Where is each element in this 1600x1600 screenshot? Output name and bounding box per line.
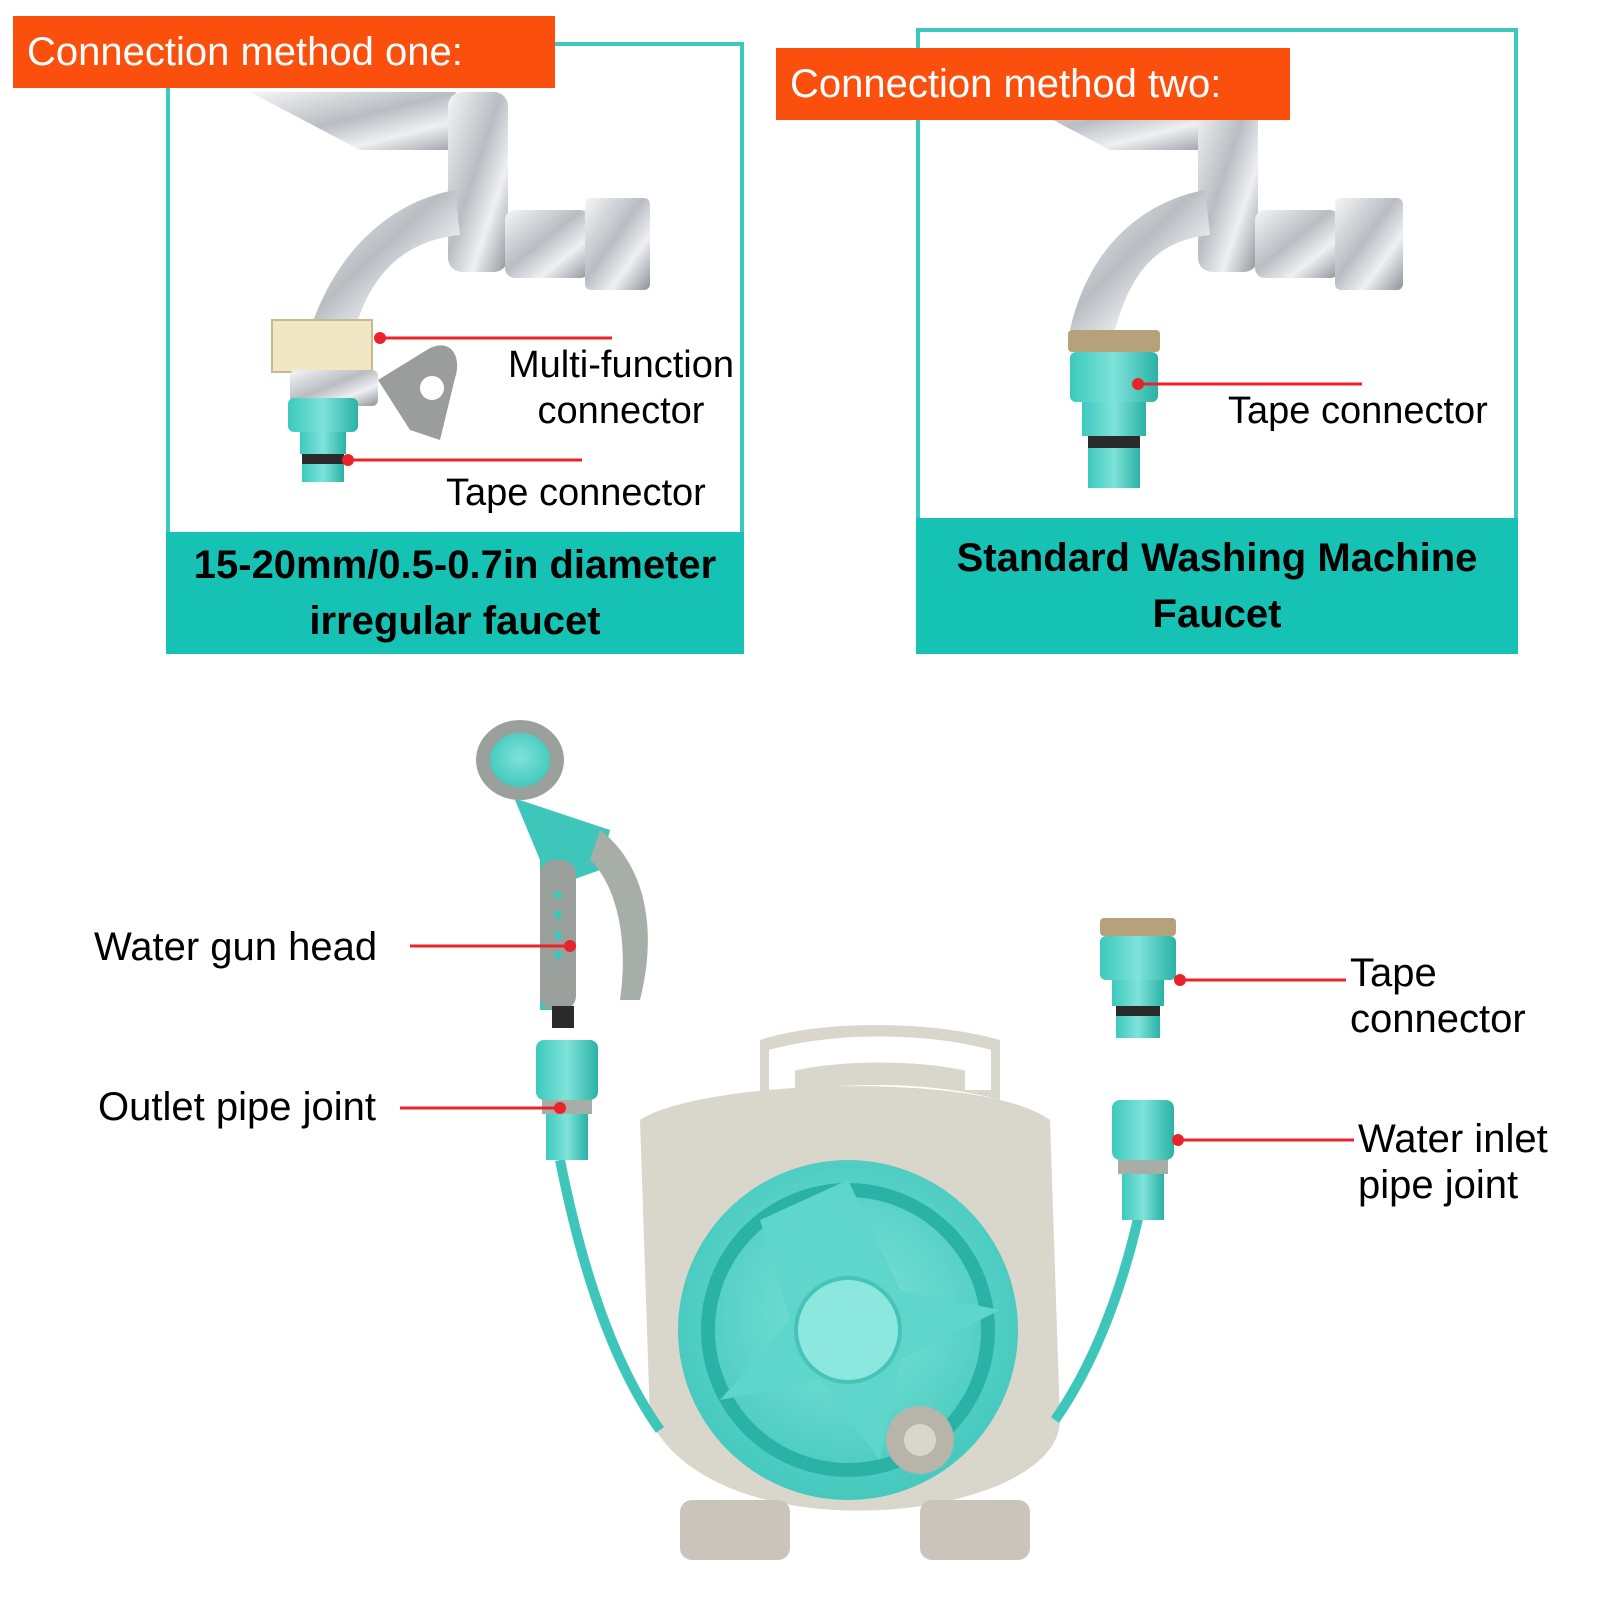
water-gun-head-label: Water gun head: [94, 925, 378, 969]
multi-function-label-line1: Multi-function: [508, 344, 734, 386]
outlet-pipe-joint-label: Outlet pipe joint: [98, 1085, 376, 1129]
water-inlet-pipe-joint-drawing: [1112, 1100, 1174, 1220]
water-inlet-line1: Water inlet: [1358, 1117, 1548, 1161]
method-one-tape-connector-label: Tape connector: [446, 472, 706, 514]
outlet-pipe-joint-drawing: [536, 1040, 598, 1160]
method-two-badge: Connection method two:: [776, 48, 1290, 120]
water-inlet-line2: pipe joint: [1358, 1163, 1519, 1207]
multi-function-connector-label: Multi-function connector: [496, 342, 746, 434]
method-one-caption: 15-20mm/0.5-0.7in diameter irregular fau…: [166, 532, 744, 654]
hoses-drawing: [555, 1159, 1145, 1433]
method-one-badge: Connection method one:: [13, 16, 555, 88]
method-two-caption: Standard Washing Machine Faucet: [916, 518, 1518, 654]
reel-tape-connector-line2: connector: [1350, 997, 1526, 1041]
tape-connector-drawing: [1100, 918, 1176, 1038]
water-inlet-pipe-joint-label: Water inlet pipe joint: [1358, 1116, 1548, 1208]
reel-tape-connector-label: Tape connector: [1350, 950, 1526, 1042]
reel-tape-connector-line1: Tape: [1350, 951, 1437, 995]
faucet-one-drawing: [250, 92, 650, 482]
water-gun-drawing: [476, 720, 648, 1028]
multi-function-label-line2: connector: [537, 390, 705, 432]
leader-lines: [342, 332, 1362, 1146]
method-two-tape-connector-label: Tape connector: [1228, 390, 1488, 432]
method-one-caption-line1: 15-20mm/0.5-0.7in diameter: [193, 543, 717, 587]
method-two-caption-line2: Faucet: [1152, 592, 1282, 636]
hose-reel-drawing: [640, 1025, 1060, 1560]
method-two-caption-line1: Standard Washing Machine: [956, 536, 1478, 580]
method-one-caption-line2: irregular faucet: [309, 599, 601, 643]
